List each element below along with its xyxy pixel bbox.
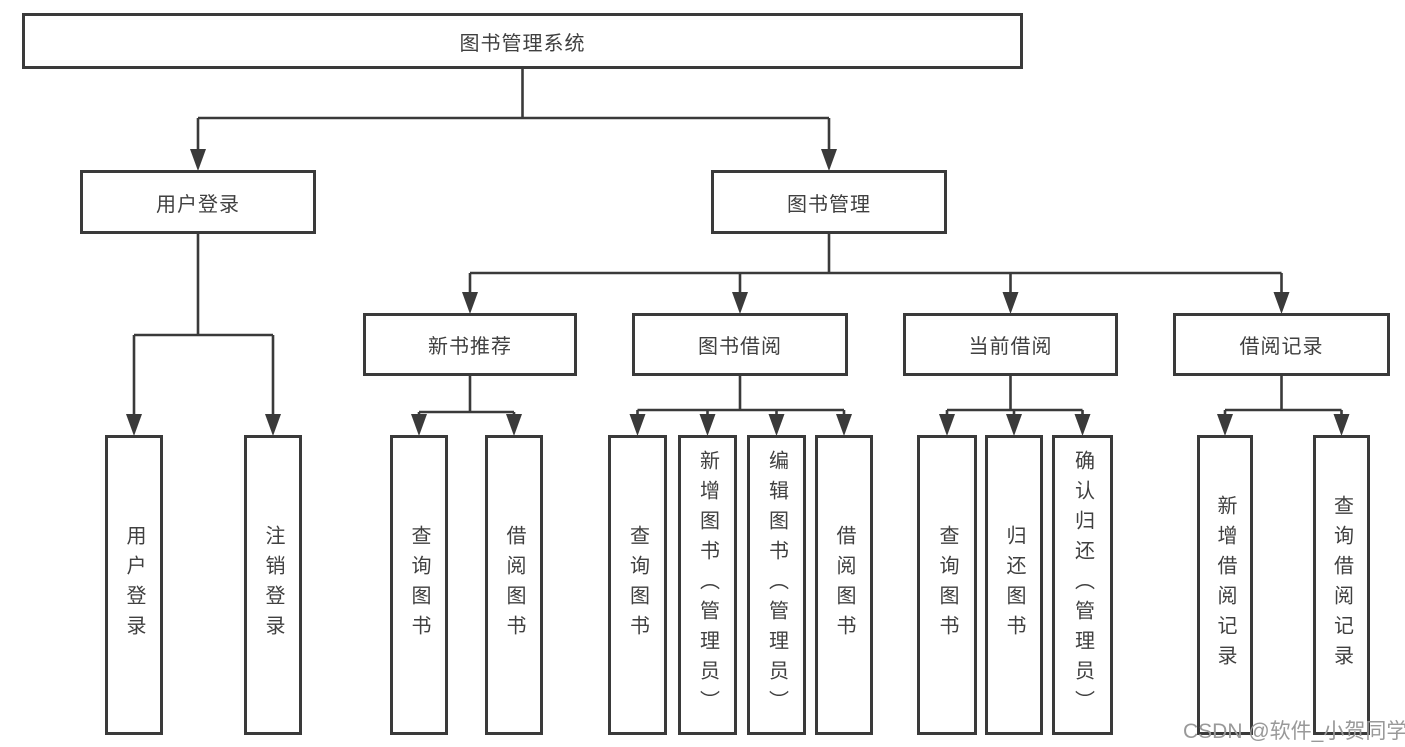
node-label: 当前借阅 (968, 336, 1053, 358)
node-leaf-add-book: 新增图书（管理员） (678, 435, 737, 735)
node-leaf-borrow-book-2: 借阅图书 (815, 435, 873, 735)
node-leaf-confirm-return: 确认归还（管理员） (1052, 435, 1113, 735)
node-label: 用户登录 (156, 193, 240, 216)
node-label: 编辑图书（管理员） (765, 450, 788, 720)
node-leaf-user-login: 用户登录 (105, 435, 163, 735)
node-label: 归还图书 (1003, 525, 1025, 645)
node-leaf-query-book-1: 查询图书 (390, 435, 448, 735)
node-book-mgmt: 图书管理 (711, 170, 947, 234)
node-label: 新书推荐 (428, 336, 512, 358)
node-leaf-add-record: 新增借阅记录 (1197, 435, 1253, 735)
node-label: 借阅图书 (503, 525, 525, 645)
node-label: 注销登录 (262, 525, 284, 645)
node-label: 查询图书 (626, 525, 649, 645)
node-label: 确认归还（管理员） (1071, 450, 1094, 720)
node-label: 查询借阅记录 (1330, 495, 1353, 675)
watermark: CSDN @软件_小贺同学 (1183, 720, 1405, 743)
node-new-book-rec: 新书推荐 (363, 313, 577, 376)
node-borrow-records: 借阅记录 (1173, 313, 1390, 376)
node-user-login: 用户登录 (80, 170, 316, 234)
node-label: 借阅图书 (833, 525, 855, 645)
node-root: 图书管理系统 (22, 13, 1023, 69)
node-leaf-return-book: 归还图书 (985, 435, 1043, 735)
node-label: 查询图书 (408, 525, 430, 645)
node-label: 借阅记录 (1239, 336, 1324, 358)
node-leaf-query-book-2: 查询图书 (608, 435, 667, 735)
node-label: 图书管理 (787, 193, 871, 216)
node-label: 图书借阅 (698, 336, 782, 358)
node-label: 图书管理系统 (459, 32, 586, 55)
node-leaf-edit-book: 编辑图书（管理员） (747, 435, 806, 735)
node-label: 新增借阅记录 (1214, 495, 1236, 675)
node-label: 新增图书（管理员） (696, 450, 719, 720)
node-label: 用户登录 (123, 525, 145, 645)
node-book-borrow: 图书借阅 (632, 313, 848, 376)
node-leaf-borrow-book-1: 借阅图书 (485, 435, 543, 735)
node-leaf-query-book-3: 查询图书 (917, 435, 977, 735)
node-leaf-query-record: 查询借阅记录 (1313, 435, 1370, 735)
node-current-borrow: 当前借阅 (903, 313, 1118, 376)
node-label: 查询图书 (936, 525, 958, 645)
node-leaf-logout: 注销登录 (244, 435, 302, 735)
